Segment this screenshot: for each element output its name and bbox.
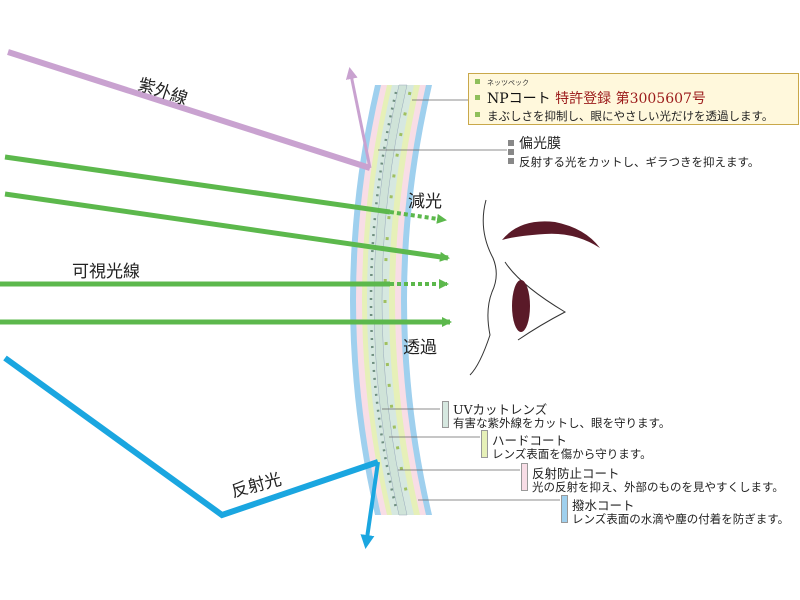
np-description: まぶしさを抑制し、眼にやさしい光だけを透過します。 [487,109,774,123]
np-coat-callout: ネッツペック NPコート 特許登録 第3005607号 まぶしさを抑制し、眼にや… [468,73,799,125]
hard-coat-description: レンズ表面を傷から守ります。 [492,447,652,461]
reflected-ray-down [360,461,380,549]
hard-coat-title: ハードコート [492,433,568,448]
reflected-ray [3,355,379,519]
eye-pupil [512,280,530,332]
water-repellent-swatch [561,495,568,523]
lens-dash-marks-a [369,91,398,509]
uv-cut-description: 有害な紫外線をカットし、眼を守ります。 [453,416,671,430]
face-profile [469,199,497,376]
uv-ray-reflected [345,67,372,169]
polarizing-film-layer [373,84,408,516]
np-patent: 特許登録 第3005607号 [555,91,706,107]
uv-cut-title: UVカットレンズ [453,402,548,417]
anti-reflective-title: 反射防止コート [532,466,620,481]
polarizer-bullet [508,158,514,164]
callout-bullet [475,79,480,84]
polarizer-bullet [508,149,514,155]
np-small-label: ネッツペック [487,79,529,87]
uv-ray-incoming [7,49,371,171]
water-repellent-description: レンズ表面の水滴や塵の付着を防ぎます。 [572,512,790,526]
callout-bullet [475,95,480,100]
anti-reflective-swatch [521,463,528,491]
uv-cut-lens-layer [367,85,414,515]
polarizer-description: 反射する光をカットし、ギラつきを抑えます。 [519,155,760,169]
callout-bullet [475,112,480,117]
eye-outline [504,261,567,341]
np-title: NPコート 特許登録 第3005607号 [487,88,706,108]
hard-coat-swatch [481,430,488,458]
polarizer-bullet [508,140,514,146]
visible-ray-1-dim [389,210,447,224]
lens-layers [350,84,432,516]
visible-ray-2 [4,191,450,262]
np-title-prefix: NPコート [487,91,551,107]
eyebrow [502,221,600,248]
water-repellent-title: 撥水コート [572,498,635,513]
visible-ray-1 [4,154,391,215]
polarizer-title: 偏光膜 [519,136,561,152]
reduced-light-label: 減光 [408,192,442,212]
transmitted-light-label: 透過 [403,338,437,358]
anti-reflective-description: 光の反射を抑え、外部のものを見やすくします。 [532,480,784,494]
uv-cut-swatch [442,401,449,428]
visible-light-label: 可視光線 [72,262,140,282]
